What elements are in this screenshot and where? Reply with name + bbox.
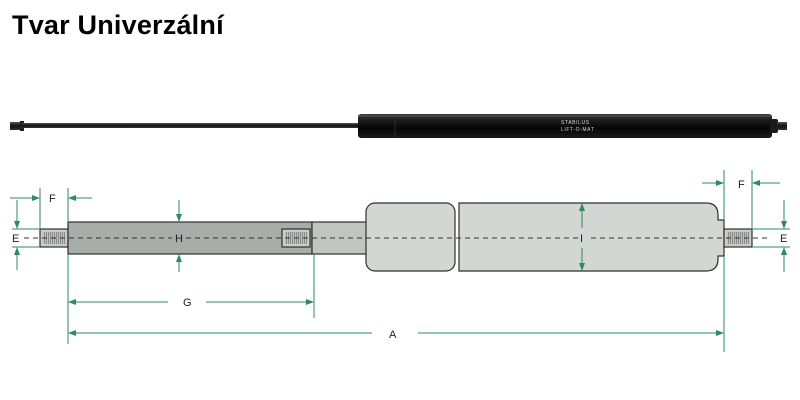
photo-right-collar — [770, 119, 778, 133]
dimension-e-right: E — [752, 200, 790, 272]
photo-cylinder — [358, 114, 772, 138]
label-g: G — [183, 297, 192, 309]
dimension-f-right: F — [702, 170, 780, 229]
label-f-right: F — [738, 179, 745, 191]
page-title: Tvar Univerzální — [12, 10, 224, 40]
dimension-e-left: E — [12, 200, 40, 270]
label-e-right: E — [780, 233, 787, 245]
dimension-i: I — [578, 203, 587, 271]
technical-drawing: E F H I — [10, 170, 790, 352]
label-f-left: F — [49, 193, 56, 205]
gas-spring-photo: STABILUS LIFT-O-MAT — [10, 114, 787, 138]
dimension-f-left: F — [10, 188, 92, 229]
label-a: A — [389, 329, 397, 341]
cylinder-body-front — [365, 202, 456, 272]
dimension-a: A — [67, 256, 725, 352]
photo-left-thread — [10, 122, 22, 130]
photo-brand-lift-o-mat: LIFT-O-MAT — [561, 127, 594, 133]
label-i: I — [580, 233, 583, 245]
photo-piston-rod — [22, 123, 362, 128]
photo-brand-stabilus: STABILUS — [561, 120, 590, 126]
label-h: H — [175, 233, 183, 245]
cylinder-body-rear — [458, 202, 725, 272]
label-e-left: E — [12, 233, 19, 245]
photo-right-thread — [777, 122, 787, 130]
dimension-g: G — [67, 254, 315, 318]
dimension-h: H — [172, 200, 186, 272]
